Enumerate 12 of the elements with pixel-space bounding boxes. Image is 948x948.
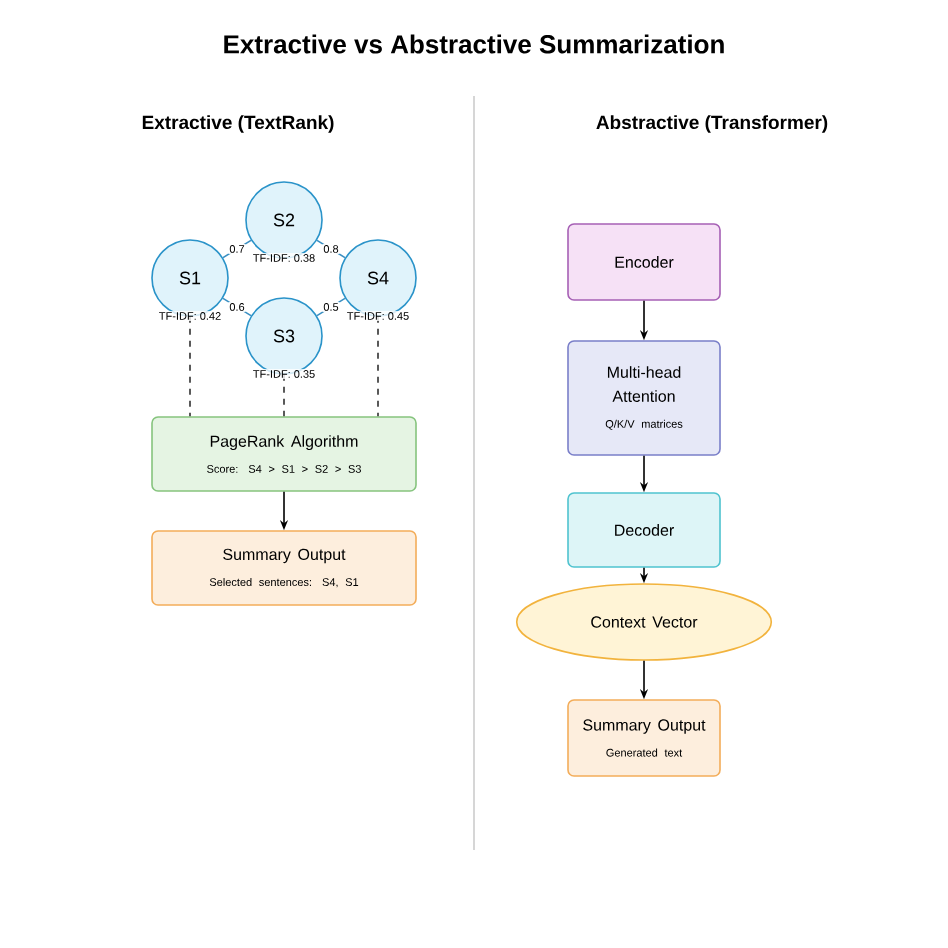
dashed-connector xyxy=(189,315,191,418)
connector-line xyxy=(316,239,346,259)
dashed-connector xyxy=(377,315,379,418)
section-heading: Extractive (TextRank) xyxy=(142,115,334,133)
connector-line xyxy=(222,239,252,259)
title: Extractive vs Abstractive Summarization xyxy=(224,34,724,54)
process-box: Encoder xyxy=(567,223,721,301)
connector-line xyxy=(316,297,346,317)
dashed-connector xyxy=(283,373,285,418)
connector-line xyxy=(222,297,252,317)
process-box: Decoder xyxy=(567,492,721,568)
section-heading: Abstractive (Transformer) xyxy=(596,115,828,133)
